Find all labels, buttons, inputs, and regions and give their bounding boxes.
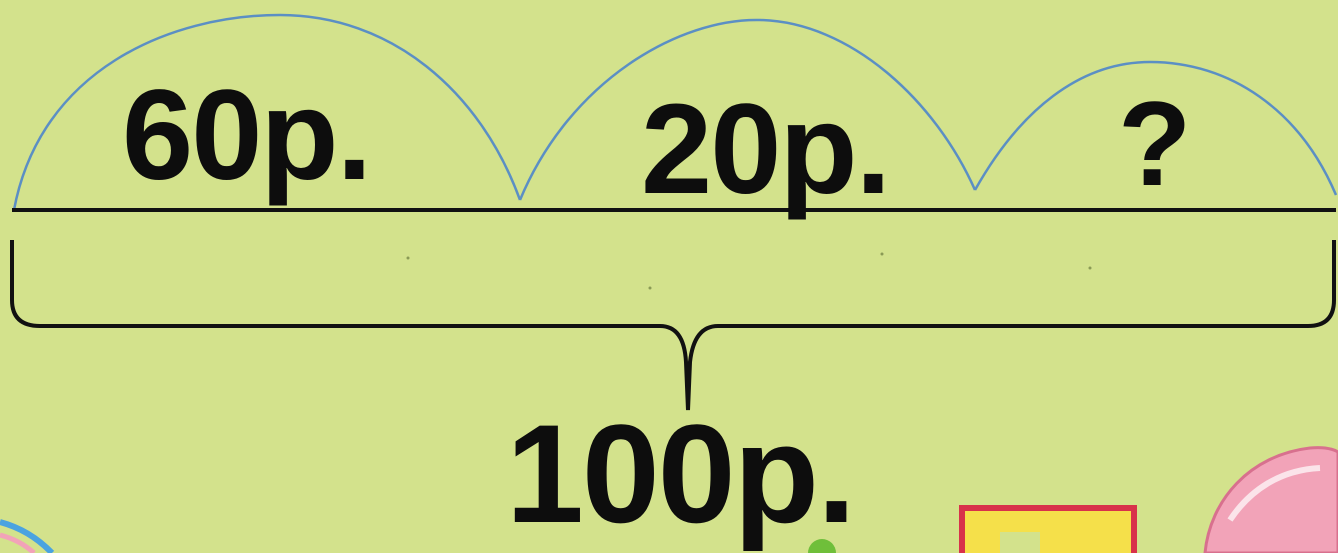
segment-label-2: 20р. [641,78,891,221]
decorative-letter-shape [1000,532,1040,553]
segment-arc-2 [518,18,977,201]
decorative-pink-highlight [1227,465,1321,522]
speck [648,286,652,290]
total-label: 100р. [506,395,856,552]
decorative-swirl [0,532,36,553]
decorative-dot [808,539,836,553]
segment-label-unknown: ? [1118,77,1191,211]
segment-arc-1 [12,13,522,211]
decorative-swirl [0,519,55,553]
segment-label-1: 60р. [122,64,372,207]
segment-arc-3 [973,60,1338,196]
speck [1088,266,1092,270]
decorative-letter-shape [959,505,1137,553]
decorative-pink-shape [1203,446,1338,553]
total-brace [10,240,1336,411]
speck [880,252,884,256]
speck [406,256,410,260]
